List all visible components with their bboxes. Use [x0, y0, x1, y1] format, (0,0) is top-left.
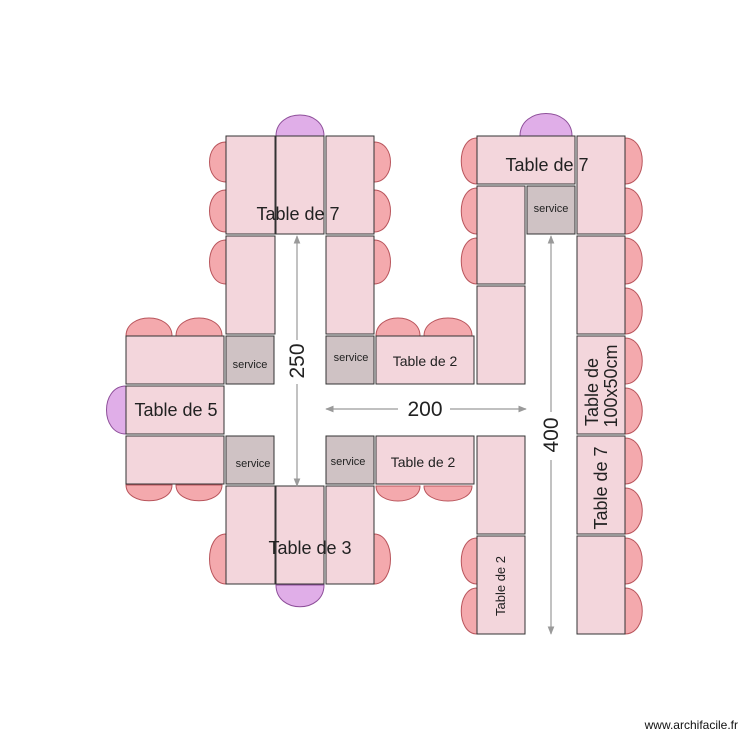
table-segment[interactable] — [476, 135, 576, 185]
table-segment[interactable] — [275, 485, 325, 585]
end-chairs — [106, 113, 573, 608]
watermark: www.archifacile.fr — [644, 718, 738, 732]
table-segment[interactable] — [375, 335, 475, 385]
chair-icon — [624, 587, 643, 635]
armchair-icon — [106, 385, 127, 435]
chair-icon — [125, 317, 173, 337]
table-label: Table de 7 — [256, 204, 339, 224]
table-segment[interactable] — [325, 485, 375, 585]
chair-icon — [375, 317, 421, 337]
table-segment[interactable] — [225, 235, 276, 335]
chair-icon — [624, 487, 643, 535]
dimension-label-horizontal: 200 — [407, 398, 442, 421]
armchair-icon — [519, 113, 573, 137]
table-label: Table de 2 — [393, 353, 458, 369]
chair-icon — [460, 237, 478, 285]
table-segment[interactable] — [576, 135, 626, 235]
table-segment[interactable] — [476, 435, 526, 535]
chair-icon — [460, 187, 478, 235]
service-station[interactable] — [526, 185, 576, 235]
service-label: service — [236, 458, 271, 470]
chair-icon — [460, 137, 478, 185]
table-segment[interactable] — [325, 235, 375, 335]
table-label: Table de 2 — [391, 454, 456, 470]
chair-icon — [209, 189, 227, 233]
table-segment[interactable] — [225, 485, 276, 585]
table-segment[interactable] — [476, 535, 526, 635]
table-label: Table de — [582, 358, 602, 426]
service-station[interactable] — [325, 435, 375, 485]
chair-icon — [209, 141, 227, 183]
dimension-label-vertical-left: 250 — [286, 343, 309, 378]
chair-icon — [624, 187, 643, 235]
chair-icon — [175, 317, 223, 337]
table-segment[interactable] — [375, 435, 475, 485]
chairs — [125, 137, 643, 635]
table-label: 100x50cm — [601, 344, 621, 427]
chair-icon — [624, 137, 643, 185]
table-segment[interactable] — [125, 335, 225, 385]
table-label: Table de 2 — [493, 556, 508, 616]
table-segment[interactable] — [125, 385, 225, 435]
chair-icon — [209, 533, 227, 585]
service-label: service — [331, 456, 366, 468]
table-segment[interactable] — [275, 135, 325, 235]
service-label: service — [534, 203, 569, 215]
dimension-label-vertical-right: 400 — [540, 417, 563, 452]
tables — [125, 135, 626, 635]
table-segment[interactable] — [476, 285, 526, 385]
service-stations — [225, 185, 576, 485]
chair-icon — [460, 587, 478, 635]
chair-icon — [624, 337, 643, 385]
service-station[interactable] — [225, 335, 275, 385]
chair-icon — [423, 485, 473, 502]
chair-icon — [175, 484, 223, 502]
chair-icon — [373, 239, 391, 285]
chair-icon — [460, 537, 478, 585]
chair-icon — [375, 485, 421, 502]
table-segment[interactable] — [225, 135, 276, 235]
chair-icon — [624, 387, 643, 435]
chair-icon — [209, 239, 227, 285]
armchair-icon — [275, 584, 325, 608]
chair-icon — [125, 484, 173, 502]
chair-icon — [423, 317, 473, 337]
table-label: Table de 7 — [591, 446, 611, 529]
chair-icon — [624, 287, 643, 335]
chair-icon — [624, 437, 643, 485]
table-segment[interactable] — [325, 135, 375, 235]
table-label: Table de 5 — [134, 400, 217, 420]
service-label: service — [233, 359, 268, 371]
service-station[interactable] — [325, 335, 375, 385]
service-station[interactable] — [225, 435, 275, 485]
chair-icon — [373, 533, 391, 585]
table-segment[interactable] — [125, 435, 225, 485]
table-segment[interactable] — [576, 435, 626, 535]
chair-icon — [373, 189, 391, 233]
table-segment[interactable] — [576, 535, 626, 635]
chair-icon — [624, 537, 643, 585]
chair-icon — [624, 237, 643, 285]
table-label: Table de 7 — [505, 155, 588, 175]
chair-icon — [373, 141, 391, 183]
service-label: service — [334, 352, 369, 364]
table-segment[interactable] — [576, 235, 626, 335]
table-segment[interactable] — [576, 335, 626, 435]
armchair-icon — [275, 114, 325, 137]
table-label: Table de 3 — [268, 538, 351, 558]
table-segment[interactable] — [476, 185, 526, 285]
